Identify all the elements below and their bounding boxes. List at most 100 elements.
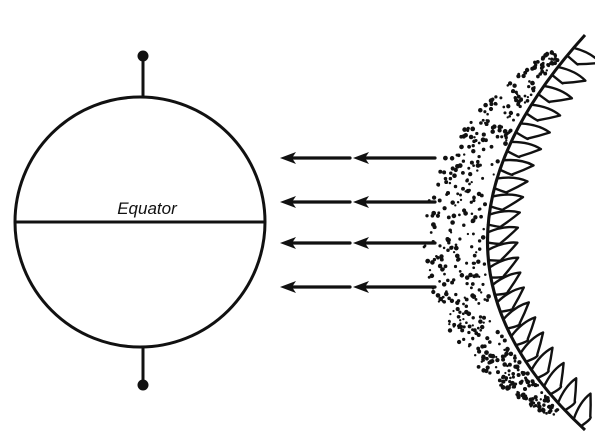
granule-dot [456, 307, 460, 311]
granule-dot [478, 276, 480, 278]
ray-arrow [280, 152, 350, 164]
granule-dot [461, 171, 465, 175]
granule-dot [472, 324, 474, 326]
granule-dot [444, 177, 448, 181]
granule-dot [473, 136, 475, 138]
granule-dot [477, 302, 480, 305]
granule-dot [495, 366, 497, 368]
granule-dot [462, 160, 465, 163]
granule-dot [483, 202, 487, 206]
granule-dot [471, 294, 476, 299]
ray-arrow [353, 152, 435, 164]
granule-dot [454, 246, 459, 251]
granule-dot [471, 181, 473, 183]
granule-dot [527, 85, 530, 88]
granule-dot [470, 161, 474, 165]
granule-dot [438, 244, 441, 247]
sun-flare [497, 288, 524, 312]
granule-dot [474, 354, 476, 356]
granule-dot [462, 223, 465, 226]
granule-dot [544, 395, 547, 398]
granule-dot [548, 58, 550, 60]
granule-dot [505, 136, 508, 139]
granule-dot [509, 111, 513, 115]
granule-dot [496, 159, 500, 163]
granule-dot [508, 369, 511, 372]
granule-dot [478, 108, 483, 113]
granule-dot [520, 380, 523, 383]
granule-dot [462, 318, 464, 320]
granule-dot [449, 171, 452, 174]
granule-dot [510, 381, 515, 386]
granule-dot [488, 340, 492, 344]
granule-dot [537, 404, 542, 409]
granule-dot [503, 349, 505, 351]
granule-dot [526, 371, 530, 375]
granule-dot [550, 58, 553, 61]
granule-dot [444, 180, 448, 184]
granule-dot [465, 282, 468, 285]
granule-dot [550, 50, 554, 54]
granule-dot [488, 371, 491, 374]
granule-dot [458, 214, 461, 217]
granule-dot [476, 260, 480, 264]
granule-dot [444, 264, 448, 268]
granule-dot [476, 169, 478, 171]
granule-dot [501, 385, 506, 390]
granule-dot [475, 132, 478, 135]
granule-dot [443, 273, 446, 276]
granule-dot [545, 52, 549, 56]
granule-dot [456, 258, 460, 262]
granule-dot [473, 328, 477, 332]
granule-dot [524, 101, 526, 103]
granule-dot [442, 206, 446, 210]
granule-dot [472, 140, 475, 143]
granule-dot [464, 310, 467, 313]
granule-dot [499, 96, 502, 99]
granule-dot [470, 286, 473, 289]
granule-dot [457, 340, 461, 344]
granule-dot [482, 133, 486, 137]
granule-dot [465, 305, 469, 309]
granule-dot [450, 299, 454, 303]
granule-dot [550, 404, 554, 408]
granule-dot [501, 354, 505, 358]
granule-dot [542, 62, 545, 65]
granule-dot [469, 135, 474, 140]
ray-arrow [353, 196, 435, 208]
granule-dot [477, 155, 480, 158]
granule-dot [431, 214, 435, 218]
granule-dot [531, 383, 534, 386]
granule-dot [516, 394, 520, 398]
granule-dot [554, 53, 557, 56]
granule-dot [443, 300, 446, 303]
granule-dot [482, 119, 485, 122]
granule-dot [470, 245, 473, 248]
granule-dot [472, 232, 475, 235]
granule-dot [423, 245, 426, 248]
granule-dot [459, 194, 462, 197]
granule-dot [472, 199, 475, 202]
sun-flare [492, 273, 520, 295]
granule-dot [477, 327, 480, 330]
granule-dot [512, 84, 516, 88]
granule-dot [509, 377, 512, 380]
granule-dot [485, 122, 489, 126]
granule-dot [468, 324, 472, 328]
granule-dot [471, 149, 475, 153]
granule-dot [482, 148, 486, 152]
granule-dot [428, 276, 431, 279]
granule-dot [484, 350, 489, 355]
sun-rays [280, 152, 435, 293]
granule-dot [489, 107, 493, 111]
granule-dot [448, 320, 451, 323]
granule-dot [476, 160, 480, 164]
granule-dot [431, 222, 436, 227]
granule-dot [533, 383, 537, 387]
granule-dot [467, 233, 469, 235]
granule-dot [472, 164, 475, 167]
granule-dot [450, 220, 455, 225]
granule-dot [471, 337, 474, 340]
granule-dot [462, 208, 466, 212]
granule-dot [480, 291, 482, 293]
